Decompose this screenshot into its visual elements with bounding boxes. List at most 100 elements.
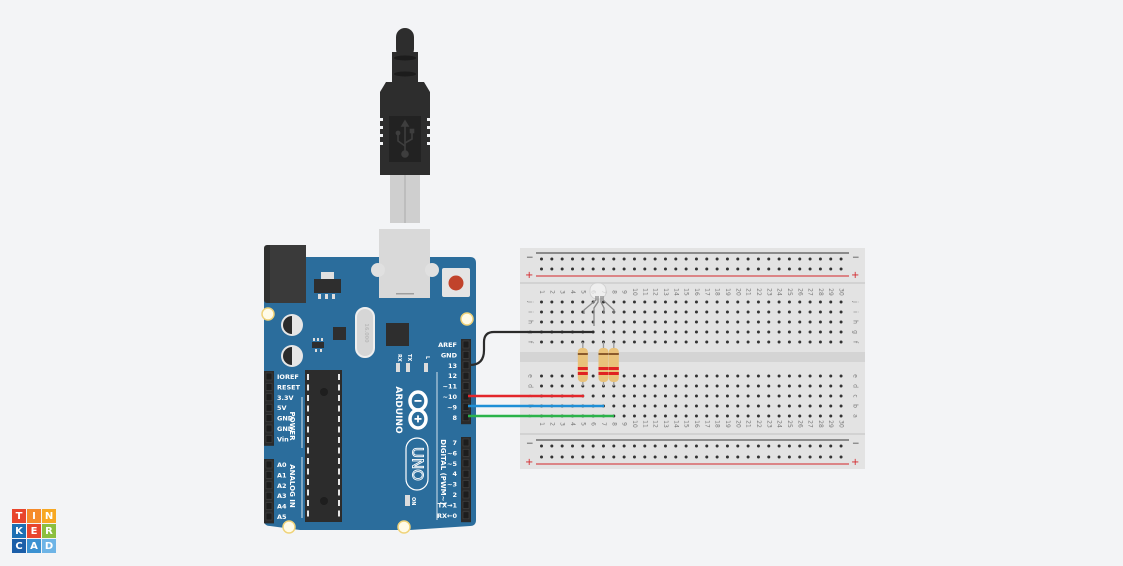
breadboard-hole[interactable]: [808, 330, 812, 334]
breadboard-hole[interactable]: [570, 340, 574, 344]
breadboard-hole[interactable]: [560, 267, 564, 271]
breadboard-hole[interactable]: [674, 340, 678, 344]
breadboard-hole[interactable]: [684, 394, 688, 398]
breadboard-hole[interactable]: [756, 374, 760, 378]
breadboard-hole[interactable]: [622, 384, 626, 388]
breadboard-hole[interactable]: [560, 340, 564, 344]
breadboard-hole[interactable]: [643, 455, 647, 459]
breadboard-hole[interactable]: [777, 404, 781, 408]
breadboard-hole[interactable]: [694, 267, 698, 271]
analog-pin[interactable]: [265, 512, 273, 521]
breadboard-hole[interactable]: [839, 300, 843, 304]
breadboard-hole[interactable]: [705, 310, 709, 314]
breadboard-hole[interactable]: [705, 414, 709, 418]
breadboard-hole[interactable]: [818, 310, 822, 314]
breadboard-hole[interactable]: [560, 310, 564, 314]
breadboard-hole[interactable]: [684, 320, 688, 324]
breadboard-hole[interactable]: [756, 384, 760, 388]
breadboard-hole[interactable]: [632, 320, 636, 324]
breadboard-hole[interactable]: [808, 257, 812, 261]
breadboard-hole[interactable]: [829, 267, 833, 271]
breadboard-hole[interactable]: [581, 300, 585, 304]
digital-pin[interactable]: [462, 371, 470, 380]
breadboard-hole[interactable]: [643, 330, 647, 334]
breadboard-hole[interactable]: [694, 404, 698, 408]
breadboard-hole[interactable]: [767, 414, 771, 418]
breadboard-hole[interactable]: [612, 257, 616, 261]
breadboard-hole[interactable]: [787, 310, 791, 314]
breadboard-hole[interactable]: [767, 444, 771, 448]
breadboard-hole[interactable]: [643, 310, 647, 314]
breadboard-hole[interactable]: [818, 404, 822, 408]
breadboard-hole[interactable]: [550, 374, 554, 378]
breadboard-hole[interactable]: [581, 444, 585, 448]
breadboard-hole[interactable]: [829, 374, 833, 378]
breadboard-hole[interactable]: [674, 310, 678, 314]
breadboard-hole[interactable]: [612, 455, 616, 459]
breadboard-hole[interactable]: [632, 414, 636, 418]
breadboard-hole[interactable]: [674, 300, 678, 304]
breadboard-hole[interactable]: [808, 384, 812, 388]
breadboard-hole[interactable]: [715, 455, 719, 459]
breadboard-hole[interactable]: [715, 374, 719, 378]
breadboard-hole[interactable]: [550, 320, 554, 324]
breadboard-hole[interactable]: [756, 455, 760, 459]
breadboard-hole[interactable]: [674, 374, 678, 378]
breadboard-hole[interactable]: [798, 414, 802, 418]
breadboard-hole[interactable]: [653, 374, 657, 378]
breadboard-hole[interactable]: [705, 330, 709, 334]
digital-pin[interactable]: [462, 501, 470, 509]
breadboard-hole[interactable]: [581, 257, 585, 261]
breadboard-hole[interactable]: [767, 320, 771, 324]
breadboard-hole[interactable]: [540, 300, 543, 304]
breadboard-hole[interactable]: [808, 404, 812, 408]
breadboard-hole[interactable]: [746, 374, 750, 378]
breadboard-hole[interactable]: [829, 330, 833, 334]
breadboard-hole[interactable]: [767, 310, 771, 314]
breadboard-hole[interactable]: [632, 444, 636, 448]
breadboard-hole[interactable]: [622, 320, 626, 324]
breadboard-hole[interactable]: [612, 394, 616, 398]
breadboard-hole[interactable]: [694, 340, 698, 344]
breadboard-hole[interactable]: [643, 374, 647, 378]
breadboard-hole[interactable]: [736, 300, 740, 304]
breadboard-hole[interactable]: [632, 340, 636, 344]
breadboard-hole[interactable]: [643, 384, 647, 388]
breadboard-hole[interactable]: [591, 455, 595, 459]
breadboard-hole[interactable]: [808, 374, 812, 378]
breadboard-hole[interactable]: [818, 455, 822, 459]
breadboard-hole[interactable]: [653, 257, 657, 261]
breadboard-hole[interactable]: [653, 414, 657, 418]
breadboard-hole[interactable]: [839, 404, 843, 408]
breadboard-hole[interactable]: [653, 330, 657, 334]
breadboard-hole[interactable]: [798, 257, 802, 261]
breadboard-hole[interactable]: [581, 455, 585, 459]
breadboard-hole[interactable]: [684, 455, 688, 459]
breadboard-hole[interactable]: [684, 267, 688, 271]
breadboard-hole[interactable]: [818, 444, 822, 448]
breadboard-hole[interactable]: [746, 384, 750, 388]
breadboard-hole[interactable]: [818, 340, 822, 344]
digital-pin[interactable]: [462, 459, 470, 468]
breadboard-hole[interactable]: [746, 394, 750, 398]
breadboard-hole[interactable]: [787, 414, 791, 418]
breadboard-hole[interactable]: [756, 267, 760, 271]
breadboard-hole[interactable]: [787, 300, 791, 304]
breadboard-hole[interactable]: [736, 404, 740, 408]
breadboard-hole[interactable]: [746, 310, 750, 314]
breadboard-hole[interactable]: [787, 267, 791, 271]
breadboard-hole[interactable]: [736, 257, 740, 261]
breadboard-hole[interactable]: [705, 257, 709, 261]
breadboard-hole[interactable]: [560, 455, 564, 459]
breadboard-hole[interactable]: [839, 455, 843, 459]
analog-pin[interactable]: [265, 502, 273, 510]
breadboard-hole[interactable]: [767, 300, 771, 304]
breadboard-hole[interactable]: [560, 257, 564, 261]
breadboard-hole[interactable]: [591, 384, 595, 388]
breadboard-hole[interactable]: [746, 267, 750, 271]
breadboard-hole[interactable]: [725, 404, 729, 408]
usb-cable[interactable]: [380, 28, 430, 223]
breadboard-hole[interactable]: [684, 384, 688, 388]
breadboard-hole[interactable]: [787, 340, 791, 344]
breadboard-hole[interactable]: [798, 330, 802, 334]
